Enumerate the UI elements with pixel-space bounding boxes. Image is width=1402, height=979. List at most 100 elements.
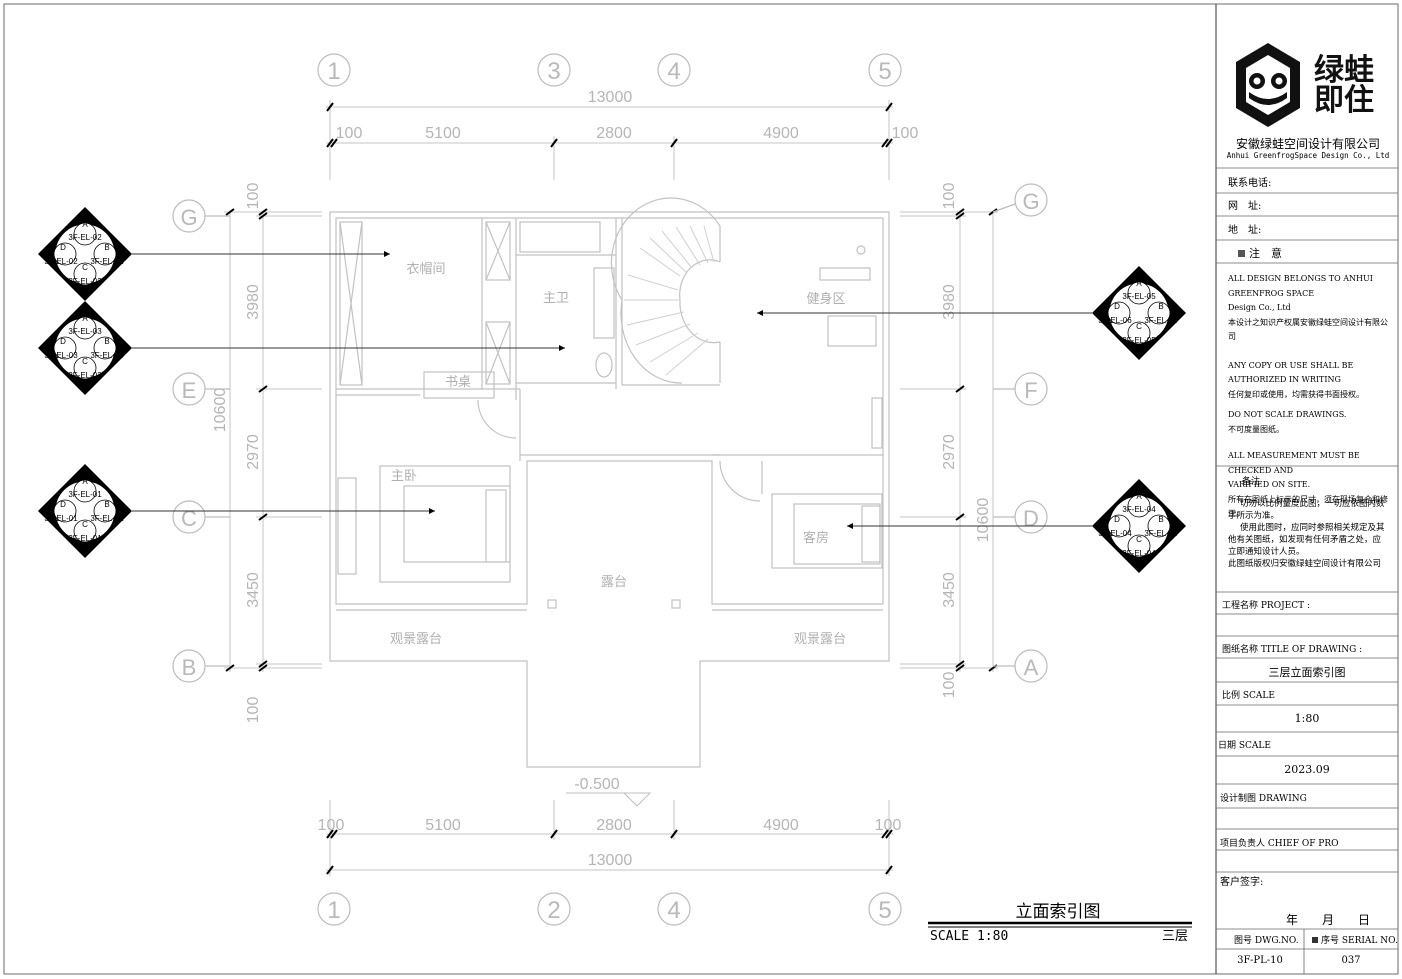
dim-right-2: 3980 <box>941 284 958 320</box>
axis-right-F: F <box>1024 378 1037 403</box>
web-label: 网 址: <box>1228 201 1262 212</box>
dim-left-1: 100 <box>245 183 262 210</box>
dwg-no-label: 图号 DWG.NO. <box>1234 936 1299 946</box>
room-master-bed: 主卧 <box>391 469 417 484</box>
remark-line: 切勿以比例量度此图，一切应依图内数 <box>1240 499 1385 509</box>
phone-label: 联系电话: <box>1228 178 1272 189</box>
stair-treads <box>624 225 715 376</box>
drawing-title-value: 三层立面索引图 <box>1268 666 1346 679</box>
top-axis-bubbles <box>317 53 902 926</box>
notice-line: 所有在图纸上标示的尺寸，须在现场复合和修正。 <box>1228 494 1388 519</box>
marker-letter: B <box>104 337 109 346</box>
dim-top-seg-3: 2800 <box>596 125 632 142</box>
client-sign-label: 客户签字: <box>1220 877 1264 888</box>
marker-letter: A <box>82 314 88 323</box>
marker-letter: D <box>60 500 66 509</box>
dim-top-seg-4: 4900 <box>763 125 799 142</box>
dim-right-5: 100 <box>941 672 958 699</box>
marker-quadrant <box>53 242 77 266</box>
serial-no-label-text: 序号 SERIAL NO. <box>1321 936 1398 946</box>
marker-quadrant <box>1107 514 1131 538</box>
marker-code: 3F-EL-03 <box>90 351 124 360</box>
marker-letter: D <box>60 337 66 346</box>
notice-line: VARIFIED ON SITE. <box>1228 480 1311 489</box>
axis-bottom-5: 5 <box>878 897 891 924</box>
notice-line: ALL DESIGN BELONGS TO ANHUI GREENFROG SP… <box>1228 274 1373 298</box>
marker-quadrant <box>73 356 97 380</box>
room-cloakroom: 衣帽间 <box>406 261 445 277</box>
marker-quadrant <box>73 519 97 543</box>
marker-letter: C <box>1136 322 1142 331</box>
leader-arrow <box>757 310 763 316</box>
logo-text-1: 绿蛙 <box>1314 53 1374 88</box>
marker-code: 3F-EL-05 <box>1122 292 1156 301</box>
chief-label: 项目负责人 CHIEF OF PRO <box>1220 839 1339 849</box>
room-guest: 客房 <box>803 530 829 546</box>
marker-code: 3F-EL-04 <box>1144 529 1178 538</box>
notice-line: 任何复印或使用，均需获得书面授权。 <box>1228 389 1364 399</box>
notice-line: DO NOT SCALE DRAWINGS. <box>1228 410 1347 419</box>
dim-top-seg-2: 5100 <box>425 125 461 142</box>
row-axis-bubbles <box>172 183 1048 683</box>
room-gym: 健身区 <box>806 291 845 307</box>
company-name-en: Anhui GreenfrogSpace Design Co., Ltd <box>1226 151 1390 160</box>
marker-quadrant <box>1147 514 1171 538</box>
room-study: 书桌 <box>445 375 471 390</box>
marker-code: 3F-EL-06 <box>1144 316 1178 325</box>
dim-bottom-seg-1: 100 <box>318 817 345 834</box>
marker-quadrant <box>93 336 117 360</box>
marker-quadrant <box>1127 321 1151 345</box>
axis-top-5: 5 <box>878 58 891 85</box>
dim-bottom-total: 13000 <box>588 852 633 869</box>
marker-letter: C <box>82 263 88 272</box>
dim-left-total: 10600 <box>212 388 229 433</box>
marker-letter: C <box>1136 535 1142 544</box>
axis-right-D: D <box>1023 506 1039 531</box>
marker-code: 3F-EL-05 <box>1122 336 1156 345</box>
scale-label: 比例 SCALE <box>1222 691 1275 701</box>
marker-letter: B <box>104 500 109 509</box>
marker-quadrant <box>73 479 97 503</box>
marker-letter: D <box>1114 302 1120 311</box>
marker-code: 3F-EL-04 <box>1122 505 1156 514</box>
axis-bottom-4: 4 <box>667 897 680 924</box>
marker-code: 3F-EL-04 <box>1098 529 1132 538</box>
leader-arrow <box>559 345 565 351</box>
marker-quadrant <box>53 499 77 523</box>
remarks-block: 切勿以比例量度此图，一切应依图内数 字所示为准。 使用此图时，应同时参照相关规定… <box>1228 498 1398 570</box>
leader-arrow <box>429 508 435 514</box>
dim-left-4: 3450 <box>245 572 262 608</box>
room-master-bath: 主卫 <box>543 291 569 306</box>
marker-code: 3F-EL-03 <box>68 327 102 336</box>
left-dimension-lines <box>224 210 998 672</box>
marker-letter: D <box>1114 515 1120 524</box>
marker-letter: A <box>1136 279 1142 288</box>
remarks-title: 备注 <box>1242 477 1261 487</box>
marker-quadrant <box>73 262 97 286</box>
company-logo <box>1236 43 1300 127</box>
marker-quadrant <box>1127 534 1151 558</box>
dimension-ticks <box>326 102 893 875</box>
dim-left-5: 100 <box>245 697 262 724</box>
notice-block: ALL DESIGN BELONGS TO ANHUI GREENFROG SP… <box>1228 272 1394 522</box>
dim-right-3: 2970 <box>941 434 958 470</box>
marker-letter: A <box>82 220 88 229</box>
dim-left-3: 2970 <box>245 434 262 470</box>
dim-bottom-seg-5: 100 <box>875 817 902 834</box>
floor-plan-walls <box>329 197 890 768</box>
marker-quadrant <box>73 222 97 246</box>
axis-top-4: 4 <box>667 58 680 85</box>
axis-right-A: A <box>1024 655 1039 680</box>
dim-right-1: 100 <box>941 183 958 210</box>
dim-top-seg-5: 100 <box>892 125 919 142</box>
level-mark <box>566 792 652 807</box>
sheet-border <box>3 3 1399 975</box>
notice-line: 本设计之知识产权属安徽绿蛙空间设计有限公司 <box>1228 317 1388 342</box>
serial-no-label: 序号 SERIAL NO. <box>1312 933 1398 946</box>
top-dimension-lines <box>326 100 893 876</box>
room-view-terrace-left: 观景露台 <box>390 632 442 647</box>
marker-code: 3F-EL-01 <box>44 514 78 523</box>
